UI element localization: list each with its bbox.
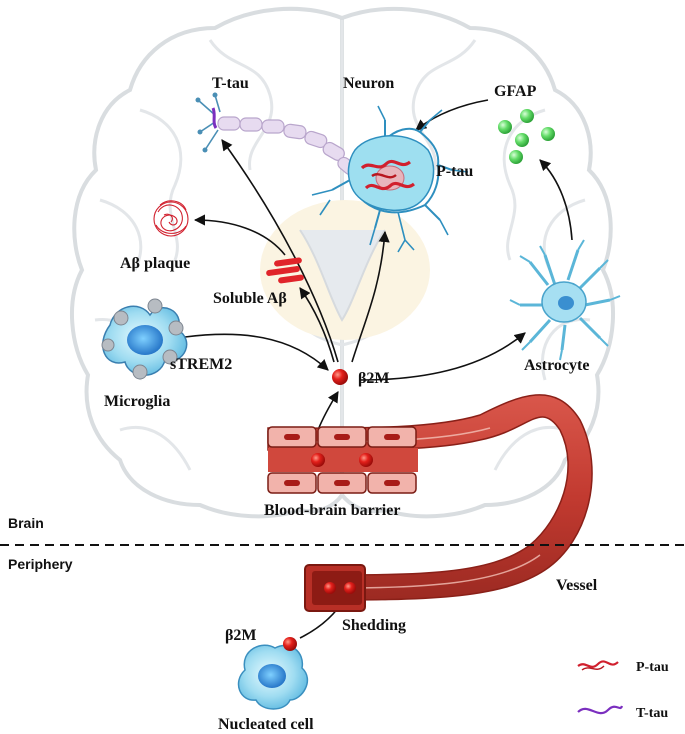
gfap-particles (498, 109, 555, 164)
ventricle-shape (299, 229, 386, 322)
vessel-label: Vessel (556, 577, 598, 594)
arrow-b2m-to-astrocyte (359, 332, 526, 381)
b2m-brain-label: β2M (358, 370, 390, 387)
b2m-periphery-particle (283, 637, 297, 651)
gfap-label: GFAP (494, 83, 537, 100)
legend: P-tau T-tau (577, 660, 669, 721)
legend-t-tau-label: T-tau (636, 706, 668, 721)
neuron-axon (217, 116, 357, 176)
arrow-b2m-to-soluble-ab (299, 287, 335, 363)
nucleated-cell-label: Nucleated cell (218, 716, 314, 733)
legend-p-tau-label: P-tau (636, 660, 669, 675)
soluble-ab-label: Soluble Aβ (213, 290, 287, 307)
shedding-label: Shedding (342, 617, 406, 634)
brain-region-label: Brain (8, 515, 44, 531)
nucleated-cell (237, 644, 309, 710)
b2m-periphery-label: β2M (225, 627, 257, 644)
arrow-soluble-ab-to-plaque (193, 214, 286, 256)
arrow-b2m-to-ttau (221, 139, 339, 363)
soluble-ab-icon (266, 257, 304, 284)
t-tau-label: T-tau (212, 75, 249, 92)
arrow-gfap-to-neuron (415, 99, 489, 131)
b2m-bbb-particle-1 (311, 453, 325, 467)
ab-plaque-label: Aβ plaque (120, 255, 190, 272)
axon-terminal (195, 92, 221, 153)
bbb-nuclei (284, 434, 400, 486)
labels: T-tau Neuron GFAP P-tau Aβ plaque Solubl… (8, 75, 598, 733)
periphery-region-label: Periphery (8, 556, 73, 572)
arrow-microglia-to-b2m (184, 333, 329, 371)
neuron-cell (311, 105, 469, 253)
b2m-bbb-particle-2 (359, 453, 373, 467)
b2m-brain-particle (332, 369, 348, 385)
t-tau-squiggle-icon (577, 705, 624, 715)
bbb-lumen (268, 448, 418, 472)
p-tau-label: P-tau (436, 163, 473, 180)
astrocyte-label: Astrocyte (524, 357, 589, 374)
arrow-astrocyte-to-gfap (539, 159, 573, 241)
microglia-label: Microglia (104, 393, 170, 410)
microglia-cell (101, 298, 188, 380)
arrow-b2m-to-neuron (351, 230, 390, 363)
p-tau-squiggle-icon (577, 660, 619, 668)
strem2-label: sTREM2 (170, 356, 232, 373)
arrows (184, 99, 573, 639)
neuron-label: Neuron (343, 75, 394, 92)
astrocyte-cell (509, 239, 621, 361)
p-tau-squiggle-shadow (581, 665, 605, 671)
bbb-label: Blood-brain barrier (264, 502, 400, 519)
ab-plaque-icon (153, 200, 189, 237)
